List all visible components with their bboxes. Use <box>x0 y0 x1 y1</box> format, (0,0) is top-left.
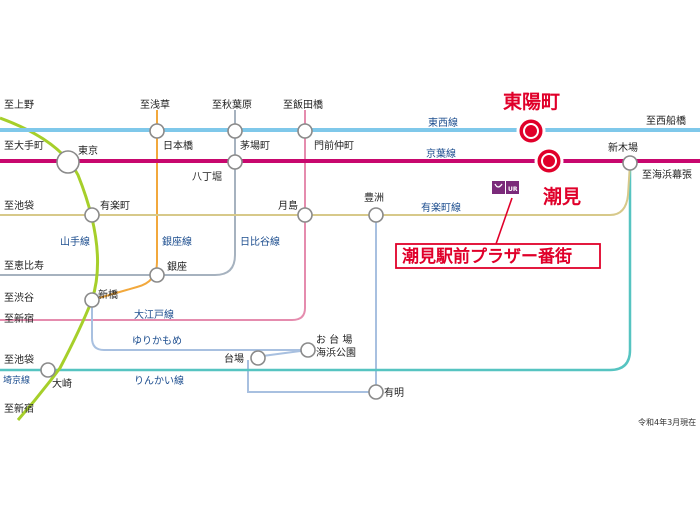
station-marker-tsukishima[interactable] <box>297 207 313 223</box>
dir-shinjuku-2: 至新宿 <box>4 402 34 415</box>
saikyo-label-bg <box>2 374 30 386</box>
dir-akihabara: 至秋葉原 <box>212 98 252 111</box>
station-marker-hatchobori[interactable] <box>227 154 243 170</box>
station-marker-daiba[interactable] <box>250 350 266 366</box>
plaza-callout-text: 潮見駅前プラザー番街 <box>402 246 572 267</box>
station-yurakucho: 有楽町 <box>100 199 130 212</box>
station-daiba: 台場 <box>224 352 244 365</box>
station-nihonbashi: 日本橋 <box>163 139 193 152</box>
station-marker-kayabacho[interactable] <box>227 123 243 139</box>
line-label-oedo: 大江戸線 <box>134 308 174 321</box>
station-marker-osaki[interactable] <box>40 362 56 378</box>
station-marker-nihonbashi[interactable] <box>149 123 165 139</box>
rinkai-line <box>0 163 632 372</box>
plaza-pointer <box>495 197 513 245</box>
dir-iidabashi: 至飯田橋 <box>283 98 323 111</box>
station-kaihin: 海浜公園 <box>316 346 356 359</box>
ur-logo: UR <box>492 181 519 194</box>
station-ginza: 銀座 <box>167 260 187 273</box>
station-osaki: 大崎 <box>52 377 72 390</box>
line-label-keiyo: 京葉線 <box>426 147 456 160</box>
line-label-yurakucho: 有楽町線 <box>421 201 461 214</box>
station-monzen: 門前仲町 <box>314 139 354 152</box>
dir-nishifunabashi: 至西船橋 <box>646 114 686 127</box>
line-label-saikyo: 埼京線 <box>3 374 30 386</box>
dir-shinjuku-1: 至新宿 <box>4 312 34 325</box>
station-toyosu: 豊洲 <box>364 191 384 204</box>
shiomi-label: 潮見 <box>543 186 581 208</box>
dir-ikebukuro-2: 至池袋 <box>4 353 34 366</box>
station-odaiba: お 台 場 <box>316 333 352 346</box>
station-shimbashi: 新橋 <box>98 288 118 301</box>
station-marker-tokyo[interactable] <box>56 150 80 174</box>
dir-ueno: 至上野 <box>4 99 34 111</box>
station-marker-monzen[interactable] <box>297 123 313 139</box>
station-hatchobori: 八丁堀 <box>192 171 222 183</box>
line-label-hibiya: 日比谷線 <box>240 235 280 248</box>
ur-logo-text: UR <box>508 186 518 193</box>
station-marker-toyosu[interactable] <box>368 207 384 223</box>
station-marker-shimbashi[interactable] <box>84 292 100 308</box>
station-marker-odaiba[interactable] <box>300 342 316 358</box>
toyocho-marker-center <box>523 123 539 139</box>
shiomi-marker-center <box>541 153 557 169</box>
station-shinkiba: 新木場 <box>608 141 638 154</box>
station-marker-yurakucho[interactable] <box>84 207 100 223</box>
hibiya-line <box>0 110 236 276</box>
dir-ebisu: 至恵比寿 <box>4 259 44 272</box>
line-label-yurikamome: ゆりかもめ <box>132 335 182 347</box>
yurakucho-line <box>0 162 631 216</box>
footnote: 令和4年3月現在 <box>638 417 696 427</box>
station-ariake: 有明 <box>384 386 404 399</box>
dir-otemachi: 至大手町 <box>4 139 44 152</box>
line-label-yamanote: 山手線 <box>60 235 90 248</box>
dir-kaihinmakuhari: 至海浜幕張 <box>642 168 692 181</box>
station-tokyo: 東京 <box>78 144 98 157</box>
line-label-ginza: 銀座線 <box>162 235 192 248</box>
plaza-callout-box <box>395 243 601 269</box>
line-label-tozai: 東西線 <box>428 116 458 129</box>
toyocho-label: 東陽町 <box>503 90 560 113</box>
dir-shibuya: 至渋谷 <box>4 291 34 304</box>
line-label-rinkai: りんかい線 <box>134 374 184 387</box>
yurikamome-line <box>91 300 308 351</box>
oedo-line <box>0 110 306 321</box>
station-kayabacho: 茅場町 <box>240 139 270 152</box>
station-tsukishima: 月島 <box>278 199 298 212</box>
dir-asakusa: 至浅草 <box>140 98 170 111</box>
station-marker-ginza[interactable] <box>149 267 165 283</box>
station-marker-shinkiba[interactable] <box>622 155 638 171</box>
dir-ikebukuro-1: 至池袋 <box>4 199 34 212</box>
station-marker-ariake[interactable] <box>368 384 384 400</box>
yamanote-line <box>0 116 100 421</box>
